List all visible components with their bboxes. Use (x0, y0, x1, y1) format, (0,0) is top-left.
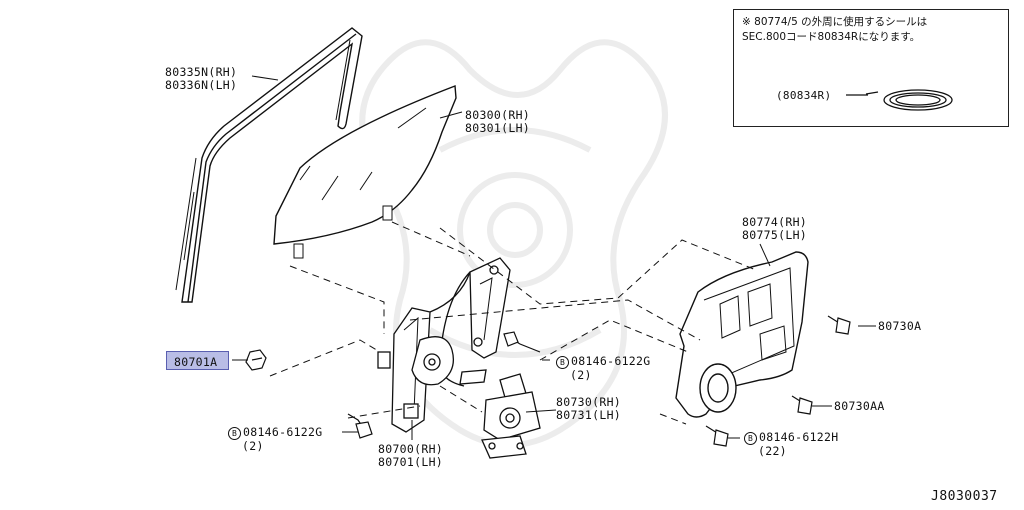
label-bolt-bottom-qty: (22) (758, 444, 787, 458)
window-motor (481, 373, 541, 459)
window-regulator (377, 271, 471, 433)
label-module-lh[interactable]: 80775(LH) (742, 228, 808, 242)
label-glass[interactable]: 80300(RH) 80301(LH) (465, 109, 530, 135)
clip-80701a (245, 349, 267, 371)
label-80701a[interactable]: 80701A (174, 355, 218, 369)
label-module-rh[interactable]: 80774(RH) (742, 215, 808, 229)
label-bolt-right-code[interactable]: 08146-6122G (571, 354, 651, 368)
bolt-b-symbol: B (228, 427, 241, 440)
label-bolt-right-qty: (2) (570, 368, 592, 382)
label-bolt-left-code[interactable]: 08146-6122G (243, 425, 323, 439)
label-motor-lh[interactable]: 80731(LH) (556, 408, 622, 422)
bolts (347, 315, 851, 447)
label-glass-rh[interactable]: 80300(RH) (465, 108, 531, 122)
label-glass-run-rh[interactable]: 80335N(RH) (165, 65, 238, 79)
door-glass (273, 85, 457, 259)
door-module-panel (675, 251, 809, 418)
bolt-b-symbol: B (744, 432, 757, 445)
label-bolt-bottom-code[interactable]: 08146-6122H (759, 430, 839, 444)
label-motor-rh[interactable]: 80730(RH) (556, 395, 622, 409)
label-regulator-lh[interactable]: 80701(LH) (378, 455, 444, 469)
seal-label[interactable]: (80834R) (776, 89, 832, 102)
label-regulator[interactable]: 80700(RH) 80701(LH) (378, 443, 443, 469)
label-bolt-left-qty: (2) (242, 439, 264, 453)
diagram-code: J8030037 (931, 489, 998, 504)
glass-run-channel (175, 27, 363, 303)
label-glass-lh[interactable]: 80301(LH) (465, 121, 531, 135)
bolt-b-symbol: B (556, 356, 569, 369)
note-line-1: ※ 80774/5 の外周に使用するシールは (742, 16, 928, 28)
label-glass-run[interactable]: 80335N(RH) 80336N(LH) (165, 66, 237, 92)
label-80730a[interactable]: 80730A (878, 319, 922, 333)
highlighted-part-label[interactable]: 80701A (166, 351, 229, 370)
label-glass-run-lh[interactable]: 80336N(LH) (165, 78, 238, 92)
seal-80834r-illustration (846, 89, 953, 111)
label-module[interactable]: 80774(RH) 80775(LH) (742, 216, 807, 242)
note-box: ※ 80774/5 の外周に使用するシールは SEC.800コード80834Rに… (733, 9, 1009, 127)
label-80730aa[interactable]: 80730AA (834, 399, 885, 413)
watermark-logo (359, 39, 668, 448)
note-line-2: SEC.800コード80834Rになります。 (742, 31, 921, 43)
label-regulator-rh[interactable]: 80700(RH) (378, 442, 444, 456)
assembly-lines (269, 221, 757, 425)
label-motor[interactable]: 80730(RH) 80731(LH) (556, 396, 621, 422)
note-text: ※ 80774/5 の外周に使用するシールは SEC.800コード80834Rに… (742, 15, 927, 45)
leader-lines (232, 75, 876, 440)
window-regulator-upper (439, 257, 511, 387)
